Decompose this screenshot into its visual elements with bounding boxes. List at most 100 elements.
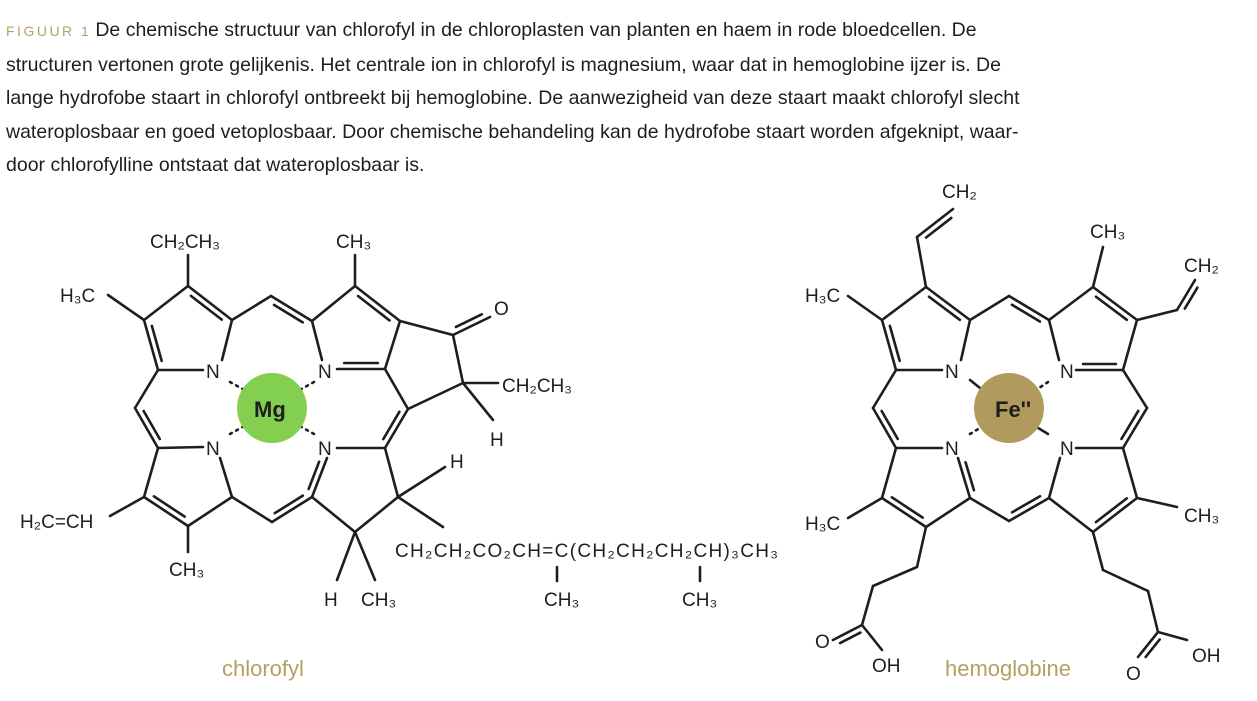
bond — [1094, 497, 1129, 524]
chlorophyll-name: chlorofyl — [222, 656, 304, 681]
bond — [1121, 368, 1149, 410]
bond — [871, 368, 898, 410]
bond — [1144, 638, 1161, 659]
methyl-label: CH₃ — [682, 590, 717, 611]
bond — [1101, 568, 1150, 593]
bond — [838, 631, 862, 645]
phytol-tail-label: CH₂CH₂CO₂CH=C(CH₂CH₂CH₂CH)₃CH₃ — [395, 541, 778, 562]
bond — [1047, 456, 1062, 500]
vinyl-label: CH₂ — [1184, 256, 1219, 277]
bond — [890, 496, 925, 519]
bond — [1136, 630, 1160, 659]
bond — [927, 295, 962, 322]
iron-ion — [974, 373, 1044, 443]
bond — [1010, 303, 1042, 323]
bond — [396, 465, 447, 499]
bond — [880, 409, 900, 441]
bond — [142, 446, 160, 499]
bond — [383, 319, 402, 371]
bond — [1091, 530, 1105, 572]
methyl-label: H₃C — [805, 286, 840, 307]
bond — [1047, 496, 1095, 534]
bond — [106, 293, 146, 322]
methyl-label: CH₃ — [544, 590, 579, 611]
chlorophyll-structure: Mg CH₂CH₃ CH₃ H₃C O CH₂CH₃ H H H₂C=CH CH… — [20, 232, 778, 681]
oxygen-label: O — [815, 632, 830, 653]
bond — [383, 446, 400, 499]
methyl-label: CH₃ — [169, 560, 204, 581]
bond — [335, 530, 357, 582]
bond — [915, 207, 955, 239]
nitrogen-label: N — [945, 439, 959, 460]
bond — [230, 294, 273, 322]
bond — [1010, 494, 1042, 514]
nitrogen-label: N — [1060, 439, 1074, 460]
caption-line-3: lange hydrofobe staart in chlorofyl ontb… — [6, 87, 1020, 109]
methyl-label: CH₃ — [1090, 222, 1125, 243]
bond — [230, 495, 274, 524]
metal-label: Fe'' — [995, 397, 1031, 422]
bond — [880, 446, 898, 500]
bond — [1121, 318, 1139, 372]
methyl-label: H₃C — [60, 286, 95, 307]
bond — [959, 318, 972, 362]
bond — [353, 530, 377, 582]
bond — [1183, 286, 1199, 310]
nitrogen-label: N — [1060, 362, 1074, 383]
caption-line-2: structuren vertonen grote gelijkenis. He… — [6, 53, 1001, 76]
bond — [272, 303, 305, 324]
bond — [1121, 446, 1139, 500]
bond — [1094, 295, 1129, 322]
bond — [1091, 496, 1139, 534]
hemoglobin-name: hemoglobine — [945, 656, 1071, 681]
bond — [1135, 308, 1179, 322]
hydrogen-label: H — [324, 590, 338, 611]
bond — [152, 495, 187, 518]
bond — [150, 324, 163, 363]
ethyl-label: CH₂CH₃ — [150, 232, 220, 253]
bond — [220, 318, 234, 362]
bond — [1007, 496, 1051, 523]
bond — [142, 409, 162, 441]
metal-label: Mg — [254, 397, 286, 422]
nitrogen-label: N — [318, 439, 332, 460]
bond — [310, 495, 357, 534]
bond — [956, 456, 972, 500]
bond — [142, 318, 160, 372]
bond — [915, 235, 928, 289]
bond — [1091, 285, 1139, 322]
bond — [880, 318, 898, 372]
bond — [1047, 318, 1061, 362]
hydroxyl-label: OH — [872, 656, 901, 677]
bond — [186, 284, 234, 322]
hydrogen-label: H — [450, 452, 464, 473]
bond — [454, 313, 484, 329]
hydroxyl-label: OH — [1192, 646, 1221, 667]
bond — [846, 294, 884, 322]
bond — [270, 495, 314, 524]
bond — [156, 445, 205, 450]
ethyl-label: CH₂CH₃ — [502, 376, 572, 397]
bond — [310, 319, 324, 362]
bond — [964, 460, 976, 492]
methyl-label: CH₃ — [1184, 506, 1219, 527]
bond — [451, 315, 492, 337]
bond — [269, 294, 314, 323]
bond — [831, 623, 864, 642]
bond — [860, 584, 875, 627]
bond — [1121, 406, 1149, 450]
caption-line-4: wateroplosbaar en goed vetoplosbaar. Doo… — [6, 120, 1019, 143]
methyl-label: H₃C — [805, 514, 840, 535]
vinyl-label: CH₂ — [942, 182, 977, 203]
bond — [846, 496, 884, 520]
bond — [383, 367, 410, 411]
bond — [924, 285, 972, 322]
bond — [871, 406, 898, 450]
methyl-label: CH₃ — [361, 590, 396, 611]
bond — [310, 456, 329, 499]
bond — [381, 410, 401, 441]
bond — [880, 285, 928, 322]
